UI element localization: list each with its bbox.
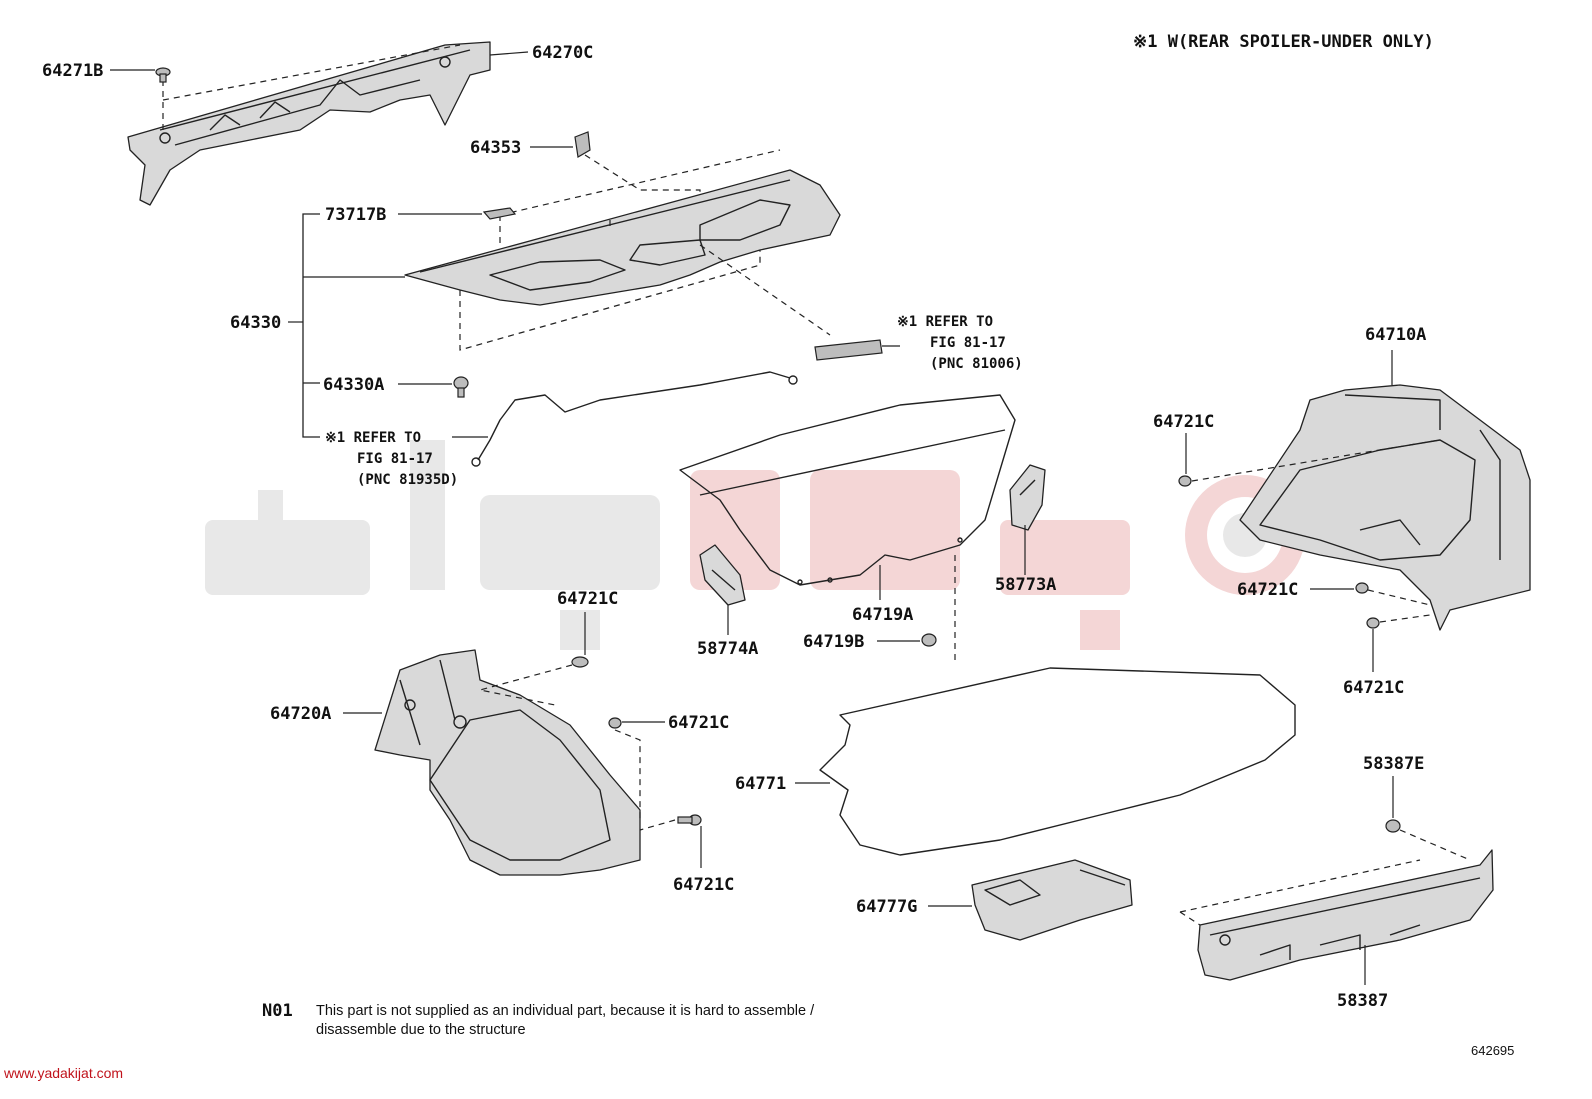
refer-upper-line1: ※1 REFER TO [897, 314, 993, 330]
label-64330A: 64330A [323, 375, 384, 395]
illustration-id: 642695 [1471, 1043, 1514, 1058]
label-64720A: 64720A [270, 704, 331, 724]
part-64719B-clip [921, 633, 937, 647]
cable-81935D [477, 371, 791, 461]
header-note: ※1 W(REAR SPOILER-UNDER ONLY) [1133, 32, 1434, 52]
label-58387: 58387 [1337, 991, 1388, 1011]
part-64721C-clip-left-top [571, 656, 589, 668]
part-64719A-lid-trim [679, 394, 1016, 586]
part-64330A-clip [453, 376, 469, 398]
refer-lower-line2: FIG 81-17 [357, 451, 433, 467]
part-58387-sill-plate [1197, 849, 1494, 981]
label-73717B: 73717B [325, 205, 386, 225]
refer-upper-line3: (PNC 81006) [930, 356, 1023, 372]
part-64721C-clip-left-low [677, 814, 702, 826]
part-64721C-clip-right-mid [1355, 582, 1369, 594]
part-64270C-drawing [127, 41, 491, 206]
part-81006-stop-lamp [814, 339, 883, 361]
part-64710A-side-trim [1239, 384, 1531, 631]
label-58387E: 58387E [1363, 754, 1424, 774]
part-73717B-clip [482, 207, 517, 220]
part-64771-floor-mat [819, 667, 1296, 856]
label-64721C-right-low: 64721C [1343, 678, 1404, 698]
refer-lower-line1: ※1 REFER TO [325, 430, 421, 446]
part-64777G-tray [971, 859, 1133, 941]
footnote-code: N01 [262, 1001, 293, 1021]
website-link[interactable]: www.yadakijat.com [3, 1065, 123, 1081]
footnote-line1: This part is not supplied as an individu… [316, 1003, 815, 1019]
refer-lower-line3: (PNC 81935D) [357, 472, 458, 488]
label-64777G: 64777G [856, 897, 917, 917]
label-58774A: 58774A [697, 639, 758, 659]
part-64721C-clip-right-top [1178, 475, 1192, 487]
part-64330-package-tray [404, 149, 841, 351]
part-58774A-cover [699, 544, 746, 606]
label-64719B: 64719B [803, 632, 864, 652]
label-64719A: 64719A [852, 605, 913, 625]
refer-upper-line2: FIG 81-17 [930, 335, 1006, 351]
label-64710A: 64710A [1365, 325, 1426, 345]
label-64721C-left-low: 64721C [673, 875, 734, 895]
part-64721C-clip-left-mid [608, 717, 622, 729]
part-64271B-clip [155, 67, 171, 83]
label-64353: 64353 [470, 138, 521, 158]
label-64271B: 64271B [42, 61, 103, 81]
part-64720A-side-trim [374, 649, 641, 876]
part-64721C-clip-right-low [1366, 617, 1380, 629]
label-64330: 64330 [230, 313, 281, 333]
label-64721C-left-mid: 64721C [668, 713, 729, 733]
label-64270C: 64270C [532, 43, 593, 63]
bracket-64330 [302, 213, 405, 438]
part-58773A-cover [1009, 464, 1046, 531]
label-64721C-right-mid: 64721C [1237, 580, 1298, 600]
label-64721C-left-top: 64721C [557, 589, 618, 609]
label-64771: 64771 [735, 774, 786, 794]
footnote-line2: disassemble due to the structure [316, 1022, 526, 1038]
part-64353-clip [574, 131, 591, 158]
label-64721C-right-top: 64721C [1153, 412, 1214, 432]
part-58387E-clip [1385, 819, 1401, 833]
label-58773A: 58773A [995, 575, 1056, 595]
